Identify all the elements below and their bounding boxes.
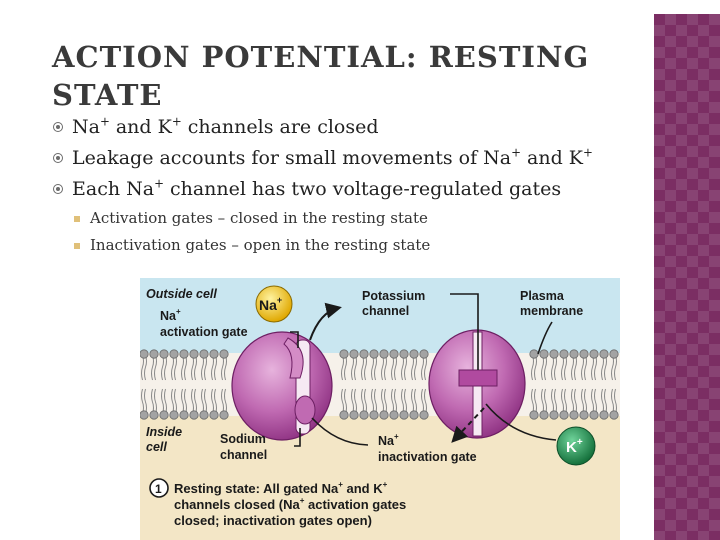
membrane-diagram: Na+ K+ Outside cell Na+ activation gate … [140,278,620,540]
caption-line-1: Resting state: All gated Na+ and K+ [174,480,388,496]
square-bullet-icon [74,216,80,222]
sodium-channel-label-line2: channel [220,448,267,462]
potassium-channel [428,329,526,439]
svg-text:K+: K+ [566,437,583,456]
caption-line-3: closed; inactivation gates open) [174,513,372,528]
inside-cell-label-line2: cell [146,440,167,454]
svg-text:1: 1 [155,482,162,496]
membrane-core [140,353,620,416]
outside-cell-label: Outside cell [146,287,217,301]
na-activation-gate-label: Na+ [160,307,181,323]
slide-title: ACTION POTENTIAL: RESTING STATE [52,40,590,112]
lipid-bilayer [140,349,619,420]
bullet-marker-icon [53,122,63,132]
step-number-badge: 1 [149,478,169,498]
na-ion-icon: Na+ [255,285,293,323]
square-bullet-icon [74,243,80,249]
sub-bullet-item: Activation gates – closed in the resting… [52,205,652,232]
decorative-side-band [654,14,720,540]
na-inactivation-gate-label-line2: inactivation gate [378,450,477,464]
plasma-membrane-pointer [537,321,553,355]
na-activation-gate-label-line2: activation gate [160,325,248,339]
bullet-item: Leakage accounts for small movements of … [52,143,652,174]
bullet-item: Na+ and K+ channels are closed [52,112,652,143]
plasma-membrane-label-line2: membrane [520,304,583,318]
bullet-marker-icon [53,184,63,194]
bullet-item: Each Na+ channel has two voltage-regulat… [52,174,652,205]
sub-bullet-item: Inactivation gates – open in the resting… [52,232,652,259]
k-ion-icon: K+ [556,426,596,466]
potassium-channel-pointer [450,293,479,370]
bullet-list: Na+ and K+ channels are closed Leakage a… [52,112,652,259]
plasma-membrane-label: Plasma [520,289,565,303]
k-ion-pointer [485,403,557,441]
na-entry-arrow [309,302,342,341]
na-activation-gate-pointer [290,331,299,348]
k-exit-arrow-dashed [451,407,485,443]
potassium-channel-label-line2: channel [362,304,409,318]
inside-cell-label: Inside [146,425,182,439]
sodium-channel-pointer [294,428,301,447]
potassium-channel-label: Potassium [362,289,425,303]
svg-text:Na+: Na+ [259,295,282,313]
na-inactivation-gate-label: Na+ [378,432,399,448]
caption-line-2: channels closed (Na+ activation gates [174,496,406,512]
na-inactivation-gate-pointer [311,417,369,446]
outside-cell-region [140,278,620,353]
resting-state-figure: Na+ K+ Outside cell Na+ activation gate … [140,278,620,540]
bullet-marker-icon [53,153,63,163]
sodium-channel-label: Sodium [220,432,266,446]
sodium-channel [231,331,333,441]
